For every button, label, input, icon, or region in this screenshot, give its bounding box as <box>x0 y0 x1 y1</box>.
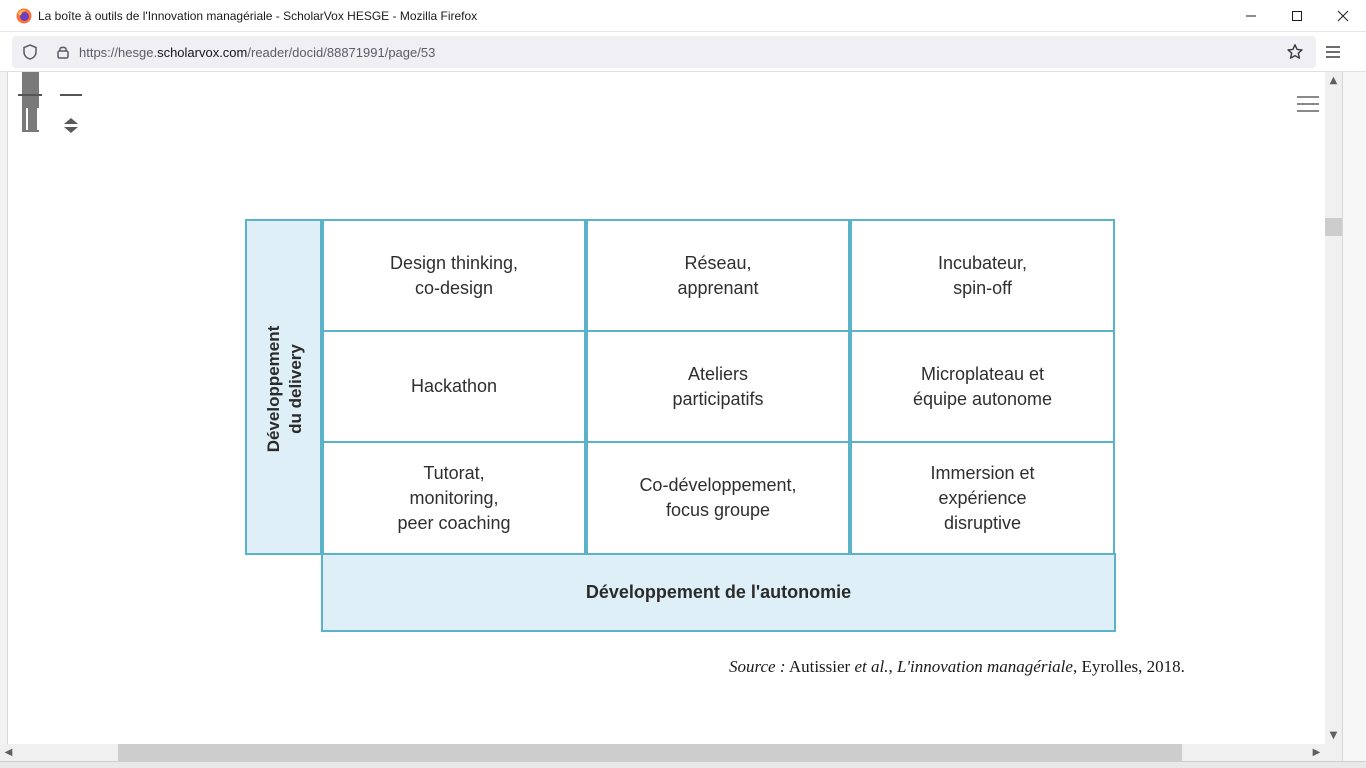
shield-icon[interactable] <box>21 43 39 61</box>
source-title: L'innovation managériale <box>896 657 1073 676</box>
minimize-button[interactable] <box>1228 0 1274 32</box>
sort-arrows-icon[interactable] <box>62 116 80 134</box>
window-title: La boîte à outils de l'Innovation managé… <box>38 8 478 23</box>
figure-source-caption: Source : Autissier et al., L'innovation … <box>729 657 1185 676</box>
navigation-bar: https://hesge.scholarvox.com/reader/doci… <box>0 32 1366 72</box>
hamburger-icon[interactable] <box>1323 43 1343 61</box>
side-axis-block: Développement du delivery <box>245 219 322 555</box>
firefox-icon <box>16 8 32 23</box>
source-label: Source : <box>729 657 786 676</box>
matrix-grid: Design thinking, co-design Réseau, appre… <box>322 219 1115 555</box>
maximize-button[interactable] <box>1274 0 1320 32</box>
vertical-scrollbar[interactable]: ▲ ▼ <box>1325 72 1342 744</box>
reader-menu-icon[interactable] <box>1297 96 1319 114</box>
toolbar-drag-handle[interactable] <box>22 72 39 132</box>
matrix-cell: Co-développement, focus groupe <box>586 443 850 553</box>
vertical-scroll-thumb[interactable] <box>1325 218 1342 236</box>
horizontal-scrollbar[interactable]: ◀ ▶ <box>0 744 1342 761</box>
source-rest: , Eyrolles, 2018. <box>1072 657 1185 676</box>
bottom-axis-label: Développement de l'autonomie <box>321 553 1116 632</box>
source-etal: et al. <box>854 657 889 676</box>
url-prefix: https://hesge. <box>79 44 158 60</box>
scroll-left-arrow[interactable]: ◀ <box>4 747 13 758</box>
zoom-out-control[interactable] <box>18 94 42 96</box>
matrix-cell: Design thinking, co-design <box>322 221 586 332</box>
url-text[interactable]: https://hesge.scholarvox.com/reader/doci… <box>79 45 1286 60</box>
reader-content: Développement du delivery Design thinkin… <box>0 72 1366 768</box>
side-axis-label: Développement du delivery <box>263 269 307 509</box>
scroll-down-arrow[interactable]: ▼ <box>1329 730 1338 741</box>
matrix-cell: Tutorat, monitoring, peer coaching <box>322 443 586 553</box>
matrix-cell: Hackathon <box>322 332 586 443</box>
matrix-cell: Ateliers participatifs <box>586 332 850 443</box>
side-axis-label-line1: Développement <box>264 325 283 453</box>
scroll-right-arrow[interactable]: ▶ <box>1312 747 1321 758</box>
minimize-icon <box>1246 15 1256 16</box>
lock-icon[interactable] <box>55 44 71 60</box>
horizontal-scroll-thumb[interactable] <box>118 744 1182 761</box>
url-bar[interactable]: https://hesge.scholarvox.com/reader/doci… <box>12 36 1316 68</box>
matrix-cell: Microplateau et équipe autonome <box>850 332 1113 443</box>
left-window-edge <box>0 72 8 752</box>
right-window-edge <box>1342 72 1366 768</box>
url-domain: scholarvox.com <box>157 44 248 60</box>
matrix-cell: Réseau, apprenant <box>586 221 850 332</box>
side-axis-label-line2: du delivery <box>286 344 305 434</box>
zoom-control[interactable] <box>60 94 82 96</box>
matrix-cell: Incubateur, spin-off <box>850 221 1113 332</box>
scroll-up-arrow[interactable]: ▲ <box>1329 75 1338 86</box>
window-titlebar: La boîte à outils de l'Innovation managé… <box>0 0 1366 32</box>
maximize-icon <box>1292 10 1302 21</box>
background-window-strip <box>0 761 1366 768</box>
star-icon[interactable] <box>1286 43 1304 61</box>
close-button[interactable] <box>1320 0 1366 32</box>
url-path: /reader/docid/88871991/page/53 <box>247 44 436 60</box>
close-icon <box>1337 10 1349 21</box>
matrix-cell: Immersion et expérience disruptive <box>850 443 1113 553</box>
source-authors: Autissier <box>788 657 851 676</box>
